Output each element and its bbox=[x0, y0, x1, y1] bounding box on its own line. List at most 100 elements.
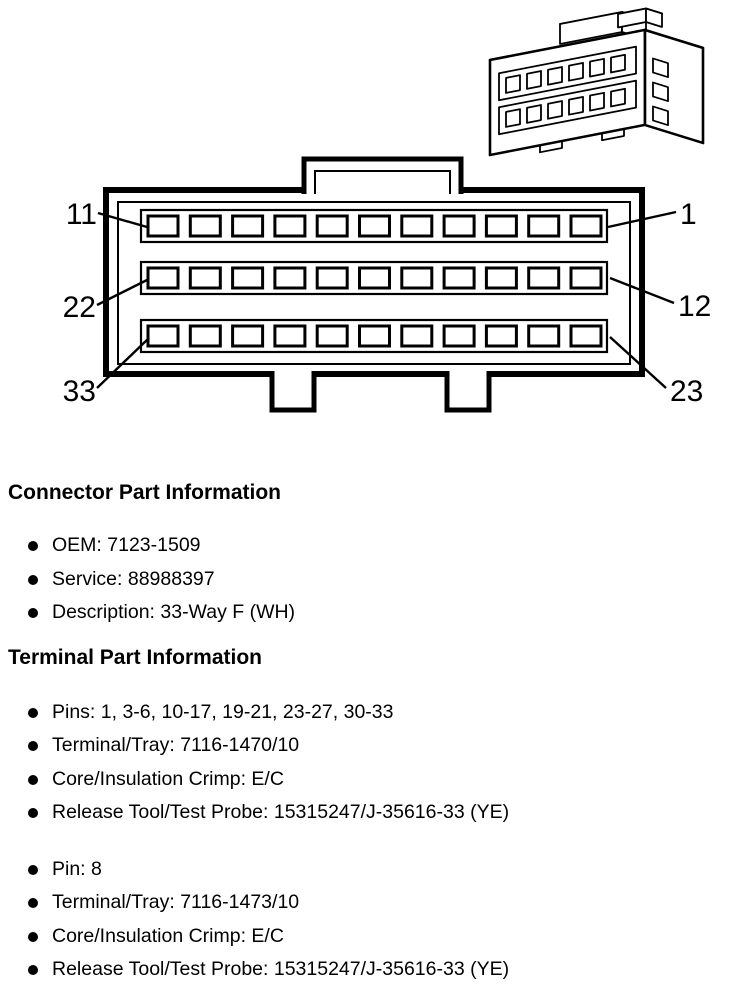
pin-label-11: 11 bbox=[66, 198, 97, 231]
bullet-icon bbox=[28, 741, 38, 751]
list-item-text: Core/Insulation Crimp: E/C bbox=[52, 767, 284, 790]
list-item: Terminal/Tray: 7116-1473/10 bbox=[8, 886, 736, 920]
pin-cavity bbox=[273, 324, 307, 348]
bullet-icon bbox=[28, 608, 38, 618]
pin-cavity bbox=[315, 266, 349, 290]
pin-label-22: 22 bbox=[63, 291, 96, 324]
pin-cavity bbox=[146, 214, 180, 238]
terminal-part-info-list-group-1: Pins: 1, 3-6, 10-17, 19-21, 23-27, 30-33… bbox=[8, 696, 736, 830]
leader-line-23 bbox=[609, 336, 667, 389]
iso-terminal-slot bbox=[568, 62, 584, 82]
iso-terminal-slot bbox=[505, 74, 521, 94]
pin-cavity bbox=[273, 214, 307, 238]
connector-drawing: 11 1 22 12 33 23 bbox=[63, 7, 711, 413]
pin-cavity bbox=[527, 214, 561, 238]
list-item-text: Core/Insulation Crimp: E/C bbox=[52, 924, 284, 947]
bullet-icon bbox=[28, 965, 38, 975]
pin-row-outline-3 bbox=[139, 318, 609, 354]
pin-cavity bbox=[569, 324, 603, 348]
list-item: OEM: 7123-1509 bbox=[8, 529, 736, 563]
list-item-text: Terminal/Tray: 7116-1473/10 bbox=[52, 891, 300, 913]
list-item-text: Pin: 8 bbox=[52, 857, 102, 880]
pin-cavity bbox=[188, 324, 222, 348]
connector-isometric-view bbox=[488, 7, 705, 157]
connector-front-view: 11 1 22 12 33 23 bbox=[63, 156, 711, 413]
pin-cavity bbox=[358, 214, 391, 238]
bullet-icon bbox=[28, 541, 38, 551]
leader-line-33 bbox=[96, 337, 150, 389]
bullet-icon bbox=[28, 931, 38, 942]
pin-cavity bbox=[273, 266, 307, 290]
pin-cavity bbox=[527, 324, 561, 348]
iso-terminal-slot bbox=[610, 53, 626, 74]
pin-cavity bbox=[400, 324, 434, 348]
pin-cavity bbox=[231, 324, 265, 348]
list-item-text: Release Tool/Test Probe: 15315247/J-3561… bbox=[52, 801, 510, 823]
pin-cavity bbox=[527, 266, 561, 290]
list-item: Service: 88988397 bbox=[8, 563, 736, 597]
iso-terminal-slot bbox=[547, 66, 563, 86]
leader-line-22 bbox=[96, 278, 148, 307]
leader-line-1 bbox=[607, 210, 677, 229]
pin-cavity bbox=[315, 324, 349, 348]
bottom-tab-outline bbox=[269, 371, 317, 413]
list-item-text: Description: 33-Way F (WH) bbox=[52, 601, 296, 623]
connector-part-info-heading: Connector Part Information bbox=[8, 481, 282, 504]
pin-cavity bbox=[358, 324, 391, 348]
top-tab-outline bbox=[301, 156, 464, 194]
iso-terminal-slot bbox=[526, 104, 542, 124]
terminal-part-info-heading: Terminal Part Information bbox=[8, 645, 262, 669]
pin-cavity bbox=[231, 214, 265, 238]
iso-front-face bbox=[488, 28, 647, 157]
pin-cavity bbox=[400, 266, 434, 290]
list-item: Pin: 8 bbox=[8, 853, 736, 887]
connector-part-info-list: OEM: 7123-1509 Service: 88988397 Descrip… bbox=[8, 529, 736, 630]
iso-terminal-slot bbox=[610, 87, 626, 108]
iso-right-face bbox=[643, 28, 705, 145]
pin-cavity bbox=[442, 324, 476, 348]
pin-cavity bbox=[484, 266, 518, 290]
iso-end-slot bbox=[652, 81, 669, 103]
pin-cavity bbox=[188, 266, 222, 290]
pin-cavity bbox=[569, 266, 603, 290]
list-item-text: Release Tool/Test Probe: 15315247/J-3561… bbox=[52, 958, 510, 980]
iso-terminal-slot bbox=[589, 57, 605, 78]
iso-terminal-slot bbox=[505, 108, 521, 128]
iso-terminal-slot bbox=[547, 100, 563, 120]
connector-diagram: 11 1 22 12 33 23 bbox=[0, 0, 736, 445]
pin-cavity bbox=[484, 214, 518, 238]
list-item: Release Tool/Test Probe: 15315247/J-3561… bbox=[8, 953, 736, 986]
bottom-tab-outline bbox=[444, 371, 492, 413]
pin-row-outline-2 bbox=[139, 260, 609, 296]
list-item: Release Tool/Test Probe: 15315247/J-3561… bbox=[8, 796, 736, 830]
pin-label-1: 1 bbox=[680, 198, 697, 231]
pin-cavity bbox=[315, 214, 349, 238]
pin-cavity bbox=[400, 214, 434, 238]
pin-cavity bbox=[231, 266, 265, 290]
bullet-icon bbox=[28, 707, 38, 718]
top-tab-inner-line bbox=[314, 170, 451, 194]
iso-terminal-slot bbox=[568, 96, 584, 116]
bullet-icon bbox=[28, 808, 38, 818]
pin-grid bbox=[146, 214, 603, 348]
housing-inner-line bbox=[117, 201, 631, 365]
bullet-icon bbox=[28, 898, 38, 908]
list-item: Pins: 1, 3-6, 10-17, 19-21, 23-27, 30-33 bbox=[8, 696, 736, 730]
lock-tab-upper-side bbox=[645, 7, 663, 28]
list-item: Core/Insulation Crimp: E/C bbox=[8, 763, 736, 797]
pin-cavity bbox=[442, 214, 476, 238]
pin-cavity bbox=[358, 266, 391, 290]
iso-terminal-slot bbox=[589, 91, 605, 112]
list-item-text: OEM: 7123-1509 bbox=[52, 534, 201, 556]
iso-end-slot bbox=[652, 57, 669, 79]
list-item-text: Terminal/Tray: 7116-1470/10 bbox=[52, 734, 300, 756]
pin-cavity bbox=[188, 214, 222, 238]
iso-terminal-slot bbox=[526, 70, 542, 90]
list-item: Terminal/Tray: 7116-1470/10 bbox=[8, 729, 736, 763]
leader-line-12 bbox=[609, 276, 675, 305]
pin-label-23: 23 bbox=[670, 375, 703, 408]
bullet-icon bbox=[28, 774, 38, 785]
pin-cavity bbox=[146, 324, 180, 348]
pin-cavity bbox=[442, 266, 476, 290]
list-item: Description: 33-Way F (WH) bbox=[8, 596, 736, 630]
